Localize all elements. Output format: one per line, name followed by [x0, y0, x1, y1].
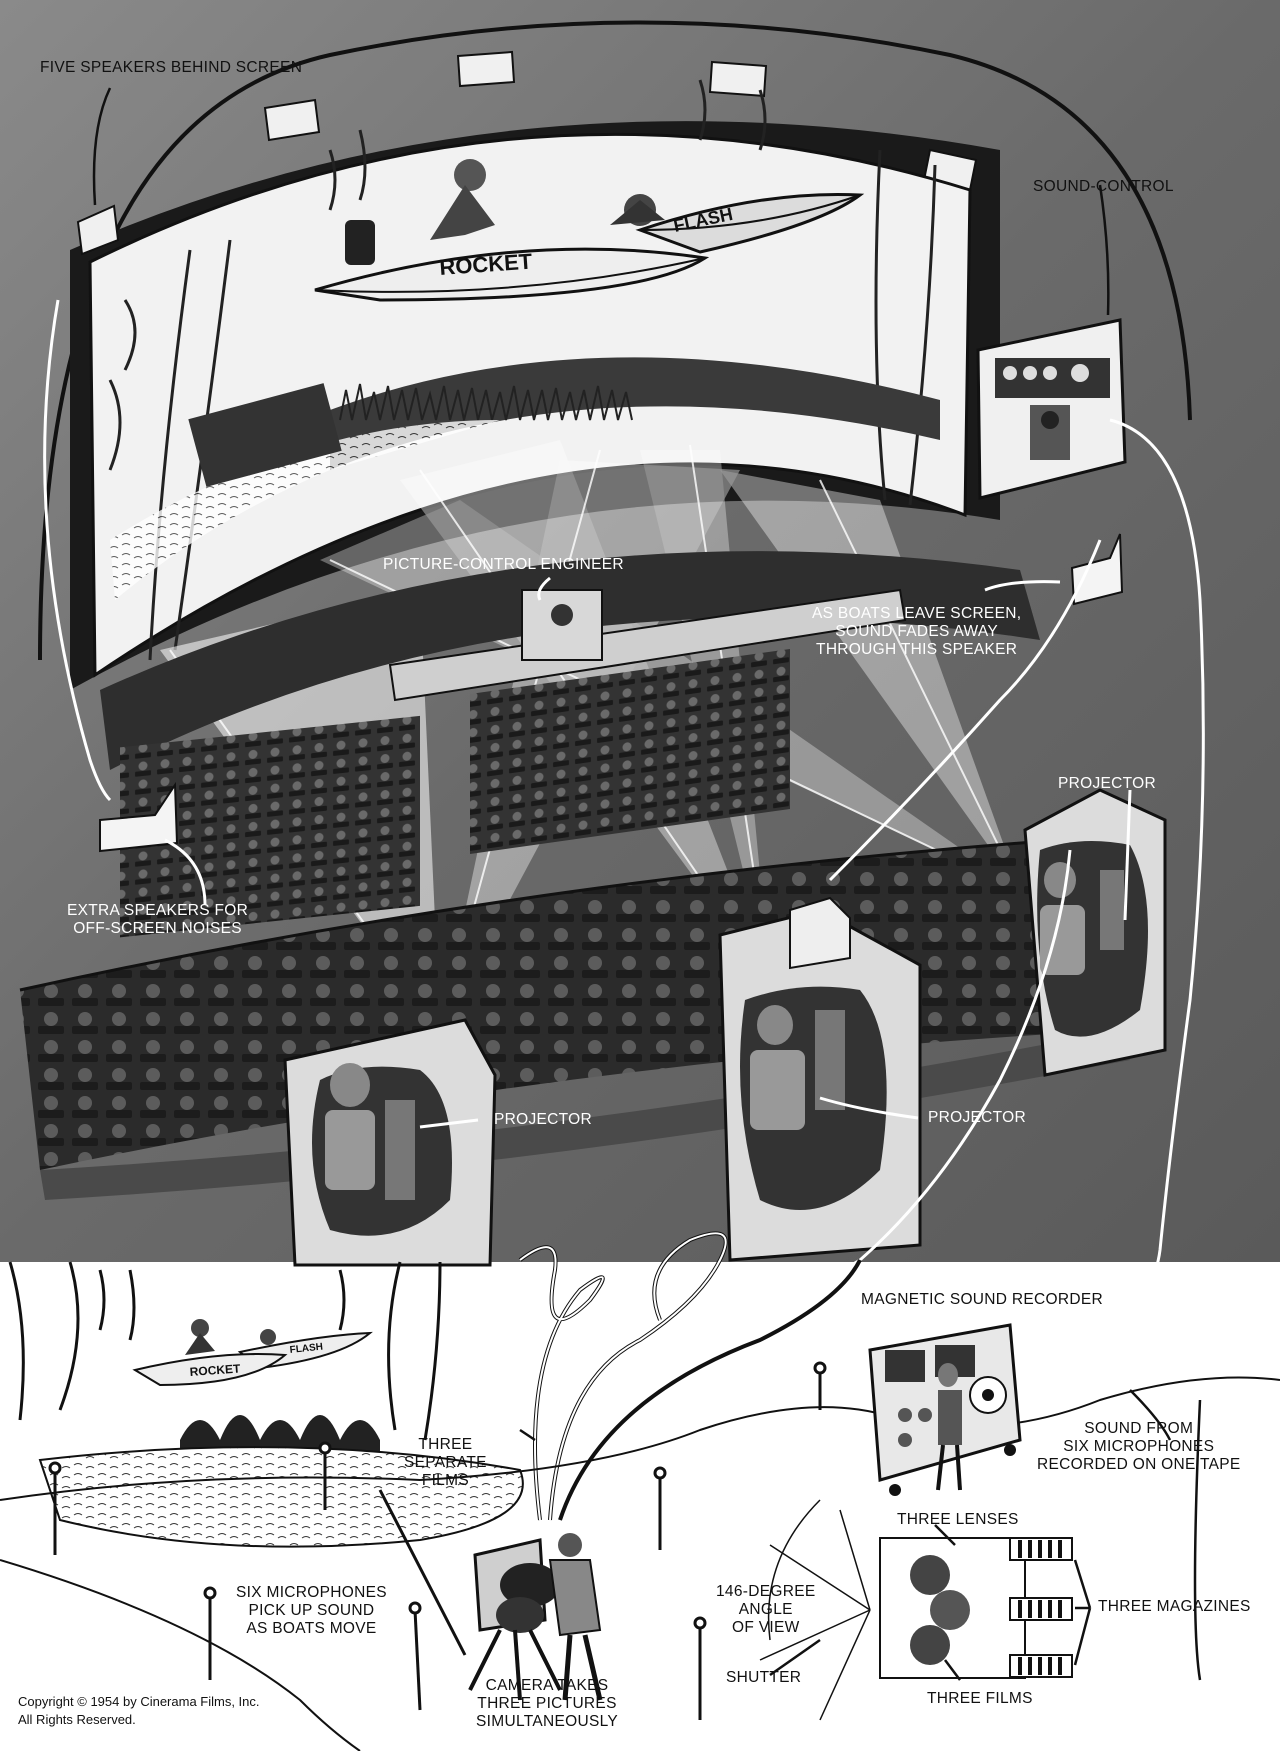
cinerama-camera	[468, 1533, 603, 1701]
pond	[38, 1446, 524, 1548]
copyright-notice: Copyright © 1954 by Cinerama Films, Inc.…	[18, 1693, 260, 1729]
copyright-line-2: All Rights Reserved.	[18, 1712, 136, 1727]
label-camera-takes-line-3: SIMULTANEOUSLY	[476, 1713, 619, 1730]
cables	[43, 299, 1205, 1412]
label-three-films: THREE FILMS	[927, 1690, 1033, 1707]
camera-inset	[759, 1499, 1073, 1721]
copyright-line-1: Copyright © 1954 by Cinerama Films, Inc.	[18, 1694, 260, 1709]
label-angle-line-1: 146-DEGREE	[716, 1583, 816, 1600]
label-three-separate-films-line-3: FILMS	[421, 1472, 469, 1489]
label-boats-leave-line-3: THROUGH THIS SPEAKER	[816, 641, 1018, 658]
balcony	[100, 551, 1040, 770]
label-projector-center: PROJECTOR	[928, 1109, 1027, 1126]
label-magnetic-sound-recorder: MAGNETIC SOUND RECORDER	[861, 1291, 1103, 1308]
label-shutter: SHUTTER	[726, 1669, 802, 1686]
label-three-separate-films-line-2: SEPARATE	[404, 1454, 487, 1471]
balcony-seats-center	[470, 648, 790, 854]
label-three-lenses: THREE LENSES	[897, 1511, 1019, 1528]
label-boats-leave-line-1: AS BOATS LEAVE SCREEN,	[812, 605, 1022, 622]
outdoor-boat-rocket	[132, 1319, 288, 1387]
leader-lines	[92, 87, 1202, 1681]
screen-boat-flash	[610, 192, 865, 254]
label-sound-control: SOUND-CONTROL	[1033, 178, 1174, 195]
label-three-separate-films-line-1: THREE	[418, 1436, 473, 1453]
label-six-microphones-line-1: SIX MICROPHONES	[236, 1584, 387, 1601]
film-magazines	[1009, 1537, 1073, 1678]
label-angle-line-2: ANGLE	[738, 1601, 793, 1618]
label-projector-left: PROJECTOR	[494, 1111, 593, 1128]
label-projector-right: PROJECTOR	[1058, 775, 1157, 792]
label-six-microphones: SIX MICROPHONES PICK UP SOUND AS BOATS M…	[236, 1584, 387, 1638]
microphone-poles	[48, 1361, 827, 1720]
label-picture-control-engineer: PICTURE-CONTROL ENGINEER	[383, 556, 624, 573]
label-boats-leave-line-2: SOUND FADES AWAY	[835, 623, 998, 640]
label-three-separate-films: THREE SEPARATE FILMS	[404, 1436, 487, 1490]
label-extra-speakers-line-2: OFF-SCREEN NOISES	[73, 920, 242, 937]
label-sound-from-microphones: SOUND FROM SIX MICROPHONES RECORDED ON O…	[1037, 1420, 1241, 1474]
angle-of-view-lines	[759, 1499, 871, 1721]
label-camera-takes-line-2: THREE PICTURES	[477, 1695, 617, 1712]
outdoor-boat-rocket-label: ROCKET	[189, 1361, 241, 1379]
extra-speaker	[99, 781, 179, 853]
label-camera-takes-line-1: CAMERA TAKES	[485, 1677, 609, 1694]
label-camera-takes-pictures: CAMERA TAKES THREE PICTURES SIMULTANEOUS…	[476, 1677, 618, 1731]
projection-booth-left	[283, 1018, 497, 1267]
outdoor-boat-flash-label: FLASH	[289, 1342, 323, 1356]
screen-boat-rocket	[314, 159, 710, 302]
label-extra-speakers-line-1: EXTRA SPEAKERS FOR	[67, 902, 249, 919]
white-leader-lines	[164, 576, 1132, 1129]
magnetic-sound-recorder	[868, 1323, 1022, 1496]
label-sound-from-line-3: RECORDED ON ONE TAPE	[1037, 1456, 1241, 1473]
label-six-microphones-line-3: AS BOATS MOVE	[246, 1620, 377, 1637]
balcony-seats-left	[120, 715, 420, 938]
label-boats-leave-screen: AS BOATS LEAVE SCREEN, SOUND FADES AWAY …	[812, 605, 1021, 659]
label-six-microphones-line-2: PICK UP SOUND	[248, 1602, 375, 1619]
outdoor-trees	[8, 1261, 442, 1441]
label-angle-of-view: 146-DEGREE ANGLE OF VIEW	[716, 1583, 815, 1637]
label-angle-line-3: OF VIEW	[731, 1619, 800, 1636]
label-sound-from-line-2: SIX MICROPHONES	[1063, 1438, 1215, 1455]
label-three-magazines: THREE MAGAZINES	[1098, 1598, 1251, 1615]
projection-booth-center	[718, 896, 922, 1262]
projection-booth-right	[1023, 788, 1167, 1077]
screen-grass	[330, 357, 940, 470]
label-sound-from-line-1: SOUND FROM	[1084, 1420, 1194, 1437]
label-five-speakers: FIVE SPEAKERS BEHIND SCREEN	[40, 59, 303, 76]
label-extra-speakers: EXTRA SPEAKERS FOR OFF-SCREEN NOISES	[67, 902, 248, 938]
shoreline	[0, 1376, 1280, 1501]
sound-control-booth	[976, 318, 1127, 500]
screen-trees	[108, 79, 937, 661]
